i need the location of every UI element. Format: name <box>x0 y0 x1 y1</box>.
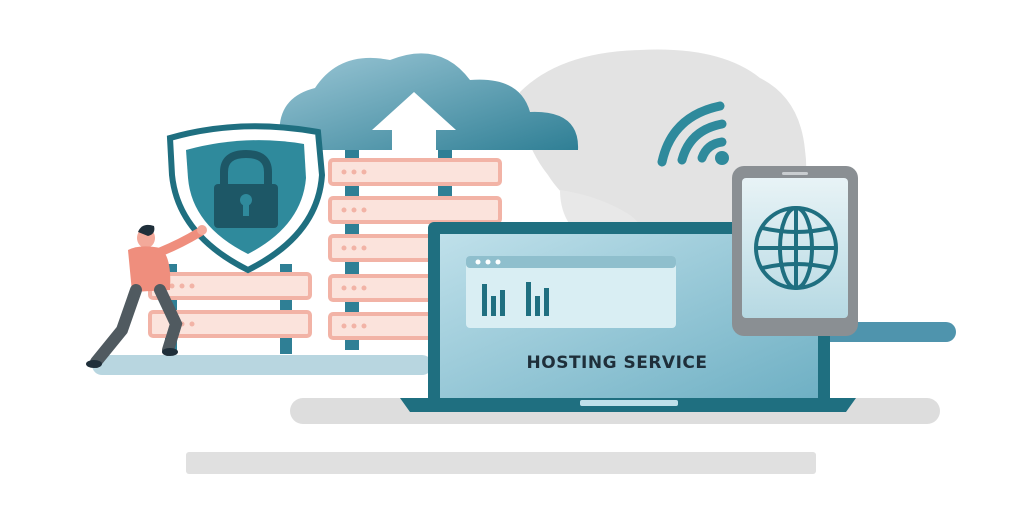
person-figure <box>86 224 207 368</box>
dashboard-window <box>466 256 676 328</box>
hosting-service-label: HOSTING SERVICE <box>527 353 708 373</box>
globe-icon <box>754 206 838 290</box>
phone-icon <box>732 166 858 336</box>
shield-lock-icon <box>166 123 326 274</box>
cloud-upload-icon <box>279 53 579 158</box>
base-strip <box>92 355 432 375</box>
bar-chart-icon <box>482 282 549 316</box>
wifi-icon <box>657 101 729 167</box>
floor-bar <box>186 452 816 474</box>
